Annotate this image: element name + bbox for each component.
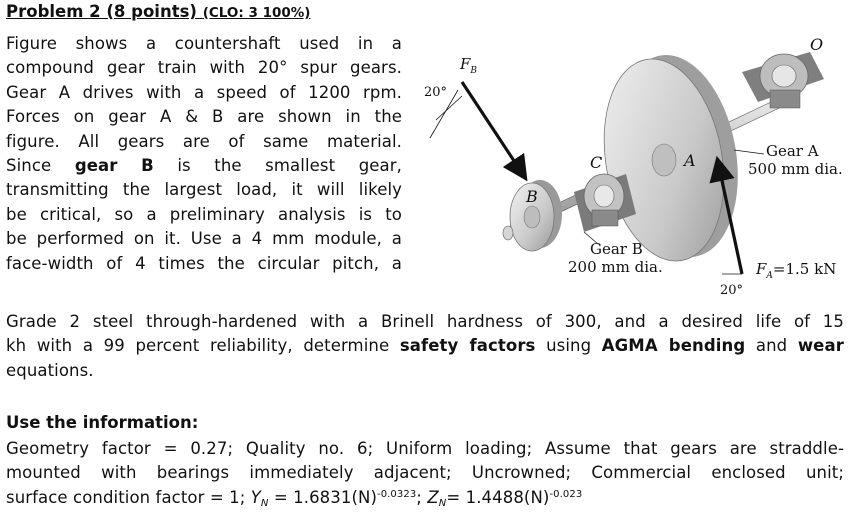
info-line: Geometry factor = 0.27; Quality no. 6; U…: [6, 439, 844, 458]
gear-b-dia: 200 mm dia.: [568, 258, 663, 276]
safety-factors-bold: safety factors: [399, 336, 536, 356]
statement-line: kh with a 99 percent reliability, determ…: [6, 334, 844, 358]
clo-label: (CLO: 3 100%): [202, 5, 311, 21]
label-a: A: [682, 151, 696, 170]
statement-line: Forces on gear A & B are shown in the: [6, 107, 402, 127]
problem-statement-column: Figure shows a countershaft used in a co…: [6, 32, 402, 276]
statement-line: Figure shows a countershaft used in a: [6, 34, 402, 53]
angle-top-label: 20°: [424, 85, 447, 100]
info-line: mounted with bearings immediately adjace…: [6, 463, 844, 483]
yn-equation: = 1.6831(N): [268, 487, 377, 507]
statement-line: Grade 2 steel through-hardened with a Br…: [6, 312, 844, 331]
bearing-o: [742, 52, 824, 109]
use-info-block: Geometry factor = 0.27; Quality no. 6; U…: [6, 437, 844, 510]
fb-label: FB: [459, 55, 477, 76]
info-line: surface condition factor = 1; YN = 1.683…: [6, 486, 844, 510]
angle-bottom-label: 20°: [720, 283, 743, 298]
statement-line: Since gear B is the smallest gear,: [6, 154, 402, 178]
zn-equation: = 1.4488(N): [446, 487, 550, 507]
statement-line: be critical, so a preliminary analysis i…: [6, 204, 402, 224]
gear-a-dia: 500 mm dia.: [748, 160, 843, 178]
label-b: B: [525, 187, 538, 206]
statement-line: equations.: [6, 360, 94, 380]
gear-b-bold: B: [141, 156, 154, 176]
gear-a-disc: [603, 55, 738, 262]
statement-line: face-width of 4 times the circular pitch…: [6, 253, 402, 273]
force-fb-arrow: [429, 81, 528, 182]
statement-fragment: using: [546, 336, 592, 356]
statement-line: transmitting the largest load, it will l…: [6, 180, 402, 200]
since-word: Since: [6, 156, 52, 176]
wear-bold: wear: [797, 336, 844, 356]
yn-symbol: Y: [250, 487, 261, 507]
countershaft-figure: FB 20° 20° FA=1.5 kN C B A O Gear A 500 …: [424, 35, 843, 298]
bearing-c: [574, 173, 636, 232]
label-c: C: [590, 153, 602, 172]
gear-a-name: Gear A: [766, 142, 819, 160]
statement-fragment: and: [755, 336, 788, 356]
zn-exponent: -0.023: [549, 488, 583, 500]
fa-label: FA=1.5 kN: [755, 260, 836, 281]
gear-b-leader: [583, 231, 599, 245]
surface-factor-text: surface condition factor = 1;: [6, 487, 246, 507]
gear-word-bold: gear: [74, 156, 118, 176]
problem-title-text: Problem 2 (8 points): [6, 2, 197, 21]
use-info-heading: Use the information:: [6, 413, 199, 432]
statement-line: be performed on it. Use a 4 mm module, a: [6, 229, 402, 249]
gear-b-disc: [509, 180, 562, 252]
statement-fragment: is the smallest gear,: [177, 156, 402, 176]
yn-subscript: N: [260, 497, 269, 509]
statement-line: compound gear train with 20° spur gears.: [6, 58, 402, 78]
yn-exponent: -0.0323: [376, 488, 417, 500]
problem-title: Problem 2 (8 points) (CLO: 3 100%): [6, 2, 310, 21]
force-fa-arrow: [709, 155, 744, 275]
zn-symbol: Z: [427, 487, 439, 507]
shaft-end: [502, 225, 514, 241]
problem-statement-full: Grade 2 steel through-hardened with a Br…: [6, 310, 844, 383]
zn-subscript: N: [438, 497, 447, 509]
gear-a-leader: [733, 149, 765, 155]
statement-line: Gear A drives with a speed of 1200 rpm.: [6, 82, 402, 102]
gear-b-name: Gear B: [590, 240, 643, 258]
statement-line: figure. All gears are of same material.: [6, 131, 402, 151]
agma-bending-bold: AGMA bending: [601, 336, 746, 356]
separator: ;: [416, 487, 422, 507]
statement-fragment: kh with a 99 percent reliability, determ…: [6, 336, 390, 356]
label-o: O: [810, 35, 823, 54]
